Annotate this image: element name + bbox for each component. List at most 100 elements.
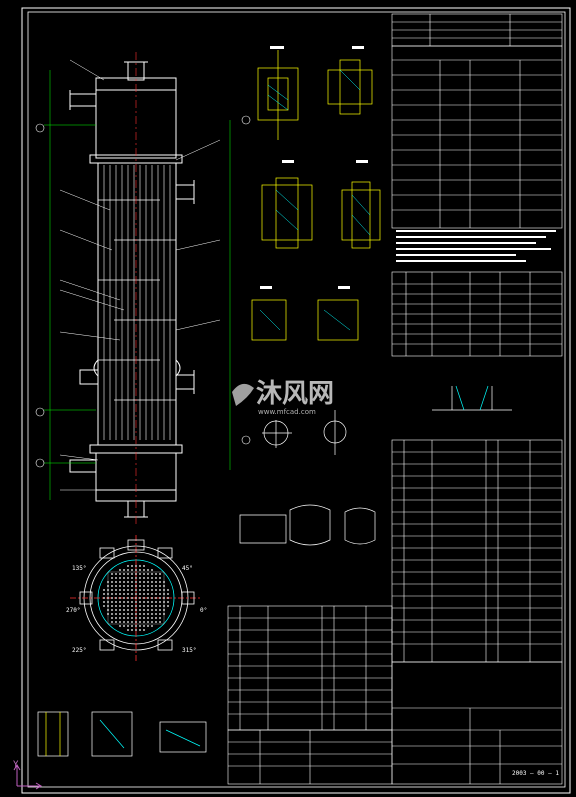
tube-hole <box>159 573 161 575</box>
tube-hole <box>147 605 149 607</box>
tube-hole <box>139 621 141 623</box>
tube-hole <box>135 605 137 607</box>
svg-text:135°: 135° <box>72 565 86 572</box>
tube-hole <box>131 613 133 615</box>
tube-hole <box>119 593 121 595</box>
tube-hole <box>131 605 133 607</box>
tube-hole <box>123 625 125 627</box>
tube-hole <box>143 629 145 631</box>
tube-hole <box>103 601 105 603</box>
tube-hole <box>107 589 109 591</box>
tube-hole <box>139 617 141 619</box>
tube-hole <box>147 609 149 611</box>
tube-hole <box>127 621 129 623</box>
tube-hole <box>151 605 153 607</box>
tube-hole <box>167 605 169 607</box>
tube-hole <box>151 625 153 627</box>
tube-hole <box>155 613 157 615</box>
tube-hole <box>131 573 133 575</box>
tube-hole <box>143 597 145 599</box>
tube-hole <box>139 609 141 611</box>
tube-hole <box>111 605 113 607</box>
tube-hole <box>143 589 145 591</box>
tube-hole <box>111 613 113 615</box>
tube-hole <box>119 605 121 607</box>
tube-hole <box>163 589 165 591</box>
tube-hole <box>143 617 145 619</box>
tube-hole <box>155 601 157 603</box>
tube-hole <box>159 593 161 595</box>
tube-hole <box>119 625 121 627</box>
tube-hole <box>139 577 141 579</box>
tube-hole <box>151 573 153 575</box>
leader-lines <box>59 59 221 491</box>
detail-hatching <box>259 69 371 331</box>
balloon-markers <box>35 115 251 468</box>
tube-hole <box>127 565 129 567</box>
parts-list-table <box>391 439 563 663</box>
tube-hole <box>139 625 141 627</box>
tube-hole <box>115 621 117 623</box>
tube-hole <box>151 613 153 615</box>
tube-hole <box>155 609 157 611</box>
tube-hole <box>115 597 117 599</box>
svg-text:沐风网: 沐风网 <box>256 379 334 409</box>
tube-hole <box>115 609 117 611</box>
tube-hole <box>123 613 125 615</box>
tube-hole <box>111 573 113 575</box>
tube-hole <box>107 601 109 603</box>
tube-hole <box>131 617 133 619</box>
tube-hole <box>147 597 149 599</box>
tube-hole <box>103 597 105 599</box>
tube-hole <box>115 577 117 579</box>
tube-hole <box>115 601 117 603</box>
tube-hole <box>135 629 137 631</box>
tube-hole <box>135 589 137 591</box>
tube-hole <box>127 573 129 575</box>
tube-hole <box>115 589 117 591</box>
tube-hole <box>163 601 165 603</box>
tube-hole <box>155 585 157 587</box>
tube-hole <box>151 581 153 583</box>
tube-hole <box>159 613 161 615</box>
tube-hole <box>135 569 137 571</box>
tube-hole <box>143 625 145 627</box>
tube-hole <box>131 569 133 571</box>
tube-hole <box>159 617 161 619</box>
tube-hole <box>111 601 113 603</box>
tube-hole <box>167 597 169 599</box>
tube-hole <box>135 609 137 611</box>
tube-hole <box>147 585 149 587</box>
tube-hole <box>147 573 149 575</box>
nozzle-table <box>391 271 563 357</box>
inner-frame <box>27 11 566 788</box>
tube-hole <box>115 617 117 619</box>
watermark: 沐风网 www.mfcad.com <box>232 379 334 416</box>
tube-hole <box>123 589 125 591</box>
plan-view <box>70 535 202 662</box>
tube-hole <box>135 617 137 619</box>
tube-hole <box>155 581 157 583</box>
tube-hole <box>159 601 161 603</box>
tube-hole <box>163 613 165 615</box>
tube-hole <box>147 601 149 603</box>
tube-hole <box>159 605 161 607</box>
sheet-number: 2003 — 00 — 1 <box>512 770 559 777</box>
tube-hole <box>143 605 145 607</box>
tube-hole <box>151 593 153 595</box>
tube-hole <box>123 585 125 587</box>
tech-spec-table <box>391 13 563 229</box>
tube-hole <box>139 565 141 567</box>
tube-hole <box>123 581 125 583</box>
tube-hole <box>135 625 137 627</box>
dimension-lines <box>44 70 231 500</box>
tube-hole <box>115 581 117 583</box>
tube-hole <box>155 617 157 619</box>
tube-hole <box>159 597 161 599</box>
tube-hole <box>167 601 169 603</box>
tube-hole <box>155 589 157 591</box>
tube-hole <box>127 613 129 615</box>
tube-hole <box>131 629 133 631</box>
tube-hole <box>135 621 137 623</box>
tube-hole <box>143 569 145 571</box>
